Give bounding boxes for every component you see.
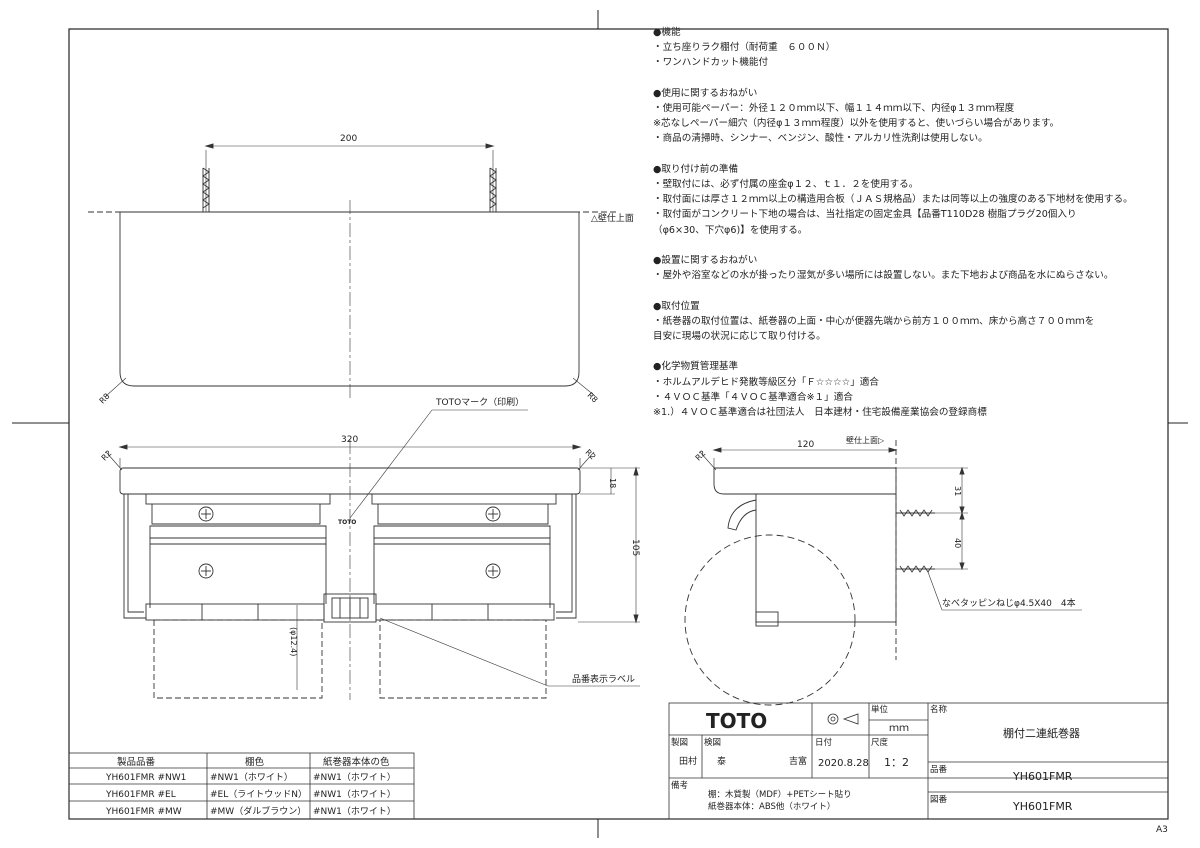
sheet-border xyxy=(12,10,1188,838)
color-table-header: 棚色 xyxy=(245,756,265,768)
screw-label: なべタッピンねじφ4.5X40 4本 xyxy=(942,597,1076,609)
note-line: ※1.）４ＶＯＣ基準適合は社団法人 日本建材・住宅設備産業協会の登録商標 xyxy=(653,407,987,418)
note-line: ・取付面には厚さ１２ｍｍ以上の構造用合板（ＪＡＳ規格品）または同等以上の強度のあ… xyxy=(653,194,1133,206)
note-block: ●化学物質管理基準 ・ホルムアルデヒド発散等級区分「Ｆ☆☆☆☆」適合 ・４ＶＯＣ… xyxy=(653,359,1173,420)
part-number: YH601FMR xyxy=(1012,770,1073,783)
note-line: ・ワンハンドカット機能付 xyxy=(653,57,769,69)
note-heading: ●取り付け前の準備 xyxy=(653,163,739,175)
dim-200: 200 xyxy=(340,134,357,144)
scale-label: 尺度 xyxy=(871,737,889,748)
note-heading: ●化学物質管理基準 xyxy=(653,361,739,373)
remarks-line: 紙巻器本体：ABS他（ホワイト） xyxy=(708,801,835,812)
note-line: ・ホルムアルデヒド発散等級区分「Ｆ☆☆☆☆」適合 xyxy=(653,376,879,388)
remarks-label: 備考 xyxy=(671,780,688,791)
toto-mark-label: TOTOマーク（印刷） xyxy=(435,396,524,408)
note-line: ・４ＶＯＣ基準「４ＶＯＣ基準適合※１」適合 xyxy=(653,391,853,403)
color-table-cell: #NW1（ホワイト） xyxy=(313,789,396,800)
toto-logo: TOTO xyxy=(706,709,767,733)
note-line: ・屋外や浴室などの水が掛ったり湿気が多い場所には設置しない。また下地および商品を… xyxy=(653,270,1114,282)
name-label: 名称 xyxy=(930,704,948,715)
dim-31: 31 xyxy=(953,486,962,496)
dim-40: 40 xyxy=(953,538,962,548)
dim-r2-right: R2 xyxy=(584,448,598,462)
note-block: ●設置に関するおねがい ・屋外や浴室などの水が掛ったり湿気が多い場所には設置しな… xyxy=(653,253,1173,283)
note-heading: ●機能 xyxy=(653,27,681,38)
note-block: ●取付位置 ・紙巻器の取付位置は、紙巻器の上面・中心が便器先端から前方１００ｍｍ… xyxy=(653,299,1173,345)
note-line: ・紙巻器の取付位置は、紙巻器の上面・中心が便器先端から前方１００ｍｍ、床から高さ… xyxy=(653,315,1095,327)
unit-value: ｍｍ xyxy=(889,723,909,734)
color-table-header: 製品品番 xyxy=(117,756,156,768)
product-label-label: 品番表示ラベル xyxy=(572,673,635,685)
date-label: 日付 xyxy=(815,737,833,748)
color-table-cell: #NW1（ホワイト） xyxy=(313,772,396,783)
note-line: （φ6×30、下穴φ6)】を使用する。 xyxy=(653,224,808,236)
note-block: ●取り付け前の準備 ・壁取付には、必ず付属の座金φ１２、ｔ１．２を使用する。 ・… xyxy=(653,162,1173,238)
approved-by: 吉富 xyxy=(789,755,807,767)
dim-320: 320 xyxy=(341,435,358,445)
color-table xyxy=(68,752,415,820)
dim-phi: (φ12.4) xyxy=(289,627,298,656)
color-table-header: 紙巻器本体の色 xyxy=(323,756,390,768)
dim-r8-right: R8 xyxy=(586,391,600,405)
front-view xyxy=(105,409,640,700)
color-table-cell: YH601FMR #MW xyxy=(105,807,182,817)
checked-by: 泰 xyxy=(717,755,726,767)
side-dim-r2: R2 xyxy=(694,449,708,463)
note-line: ・壁取付には、必ず付属の座金φ１２、ｔ１．２を使用する。 xyxy=(653,179,919,190)
note-heading: ●設置に関するおねがい xyxy=(653,255,758,266)
note-line: ・立ち座りラク棚付（耐荷重 ６００Ｎ） xyxy=(653,42,836,54)
wall-screw-right xyxy=(489,150,497,212)
wall-screw-left xyxy=(202,150,210,212)
product-name: 棚付二連紙巻器 xyxy=(1003,726,1080,740)
dim-105: 105 xyxy=(630,539,640,556)
scale-value: 1：2 xyxy=(884,756,909,769)
note-line: ※芯なしペーパー細穴（内径φ１３ｍｍ程度）以外を使用すると、使いづらい場合があり… xyxy=(653,118,1060,130)
side-wall-label: 壁仕上面▷ xyxy=(846,435,885,445)
note-line: ・取付面がコンクリート下地の場合は、当社指定の固定金具【品番T110D28 樹脂… xyxy=(653,209,1077,221)
note-line: ・商品の清掃時、シンナー、ベンジン、酸性・アルカリ性洗剤は使用しない。 xyxy=(653,133,988,145)
note-line: 目安に現場の状況に応じて取り付ける。 xyxy=(653,331,826,342)
color-table-cell: YH601FMR #NW1 xyxy=(105,773,186,783)
color-table-cell: #EL（ライトウッドN） xyxy=(210,789,307,800)
date-value: 2020.8.28 xyxy=(818,758,869,769)
dim-18: 18 xyxy=(608,478,617,488)
drawing-no-label: 図番 xyxy=(930,794,948,805)
color-table-cell: #NW1（ホワイト） xyxy=(313,806,396,817)
color-table-cell: #MW（ダルブラウン） xyxy=(210,805,306,817)
dim-120: 120 xyxy=(797,440,814,450)
checked-label: 検図 xyxy=(704,737,721,748)
note-heading: ●取付位置 xyxy=(653,300,700,312)
wall-surface-label: △壁仕上面 xyxy=(591,212,634,224)
part-label: 品番 xyxy=(930,764,948,775)
drawn-label: 製図 xyxy=(671,737,688,748)
note-line: ・使用可能ペーパー：外径１２０ｍｍ以下、幅１１４ｍｍ以下、内径φ１３ｍｍ程度 xyxy=(653,103,1015,114)
side-view xyxy=(684,440,1082,706)
unit-label: 単位 xyxy=(871,704,889,715)
drawn-by: 田村 xyxy=(679,755,697,767)
drawing-number: YH601FMR xyxy=(1012,800,1073,813)
color-table-cell: YH601FMR #EL xyxy=(105,790,176,800)
toto-print: TOTO xyxy=(338,519,356,526)
note-block: ●使用に関するおねがい ・使用可能ペーパー：外径１２０ｍｍ以下、幅１１４ｍｍ以下… xyxy=(653,86,1173,147)
color-table-cell: #NW1（ホワイト） xyxy=(210,772,293,783)
note-block: ●機能 ・立ち座りラク棚付（耐荷重 ６００Ｎ） ・ワンハンドカット機能付 xyxy=(653,25,1173,71)
sheet-size: A3 xyxy=(1156,825,1168,835)
dim-r2-left: R2 xyxy=(100,449,114,463)
dim-r8-left: R8 xyxy=(98,392,112,406)
title-block xyxy=(668,702,1169,820)
top-view xyxy=(88,143,616,398)
notes-section: ●機能 ・立ち座りラク棚付（耐荷重 ６００Ｎ） ・ワンハンドカット機能付 ●使用… xyxy=(653,25,1173,420)
remarks-line: 棚：木質製（MDF）+PETシート貼り xyxy=(708,789,852,800)
note-heading: ●使用に関するおねがい xyxy=(653,87,758,99)
